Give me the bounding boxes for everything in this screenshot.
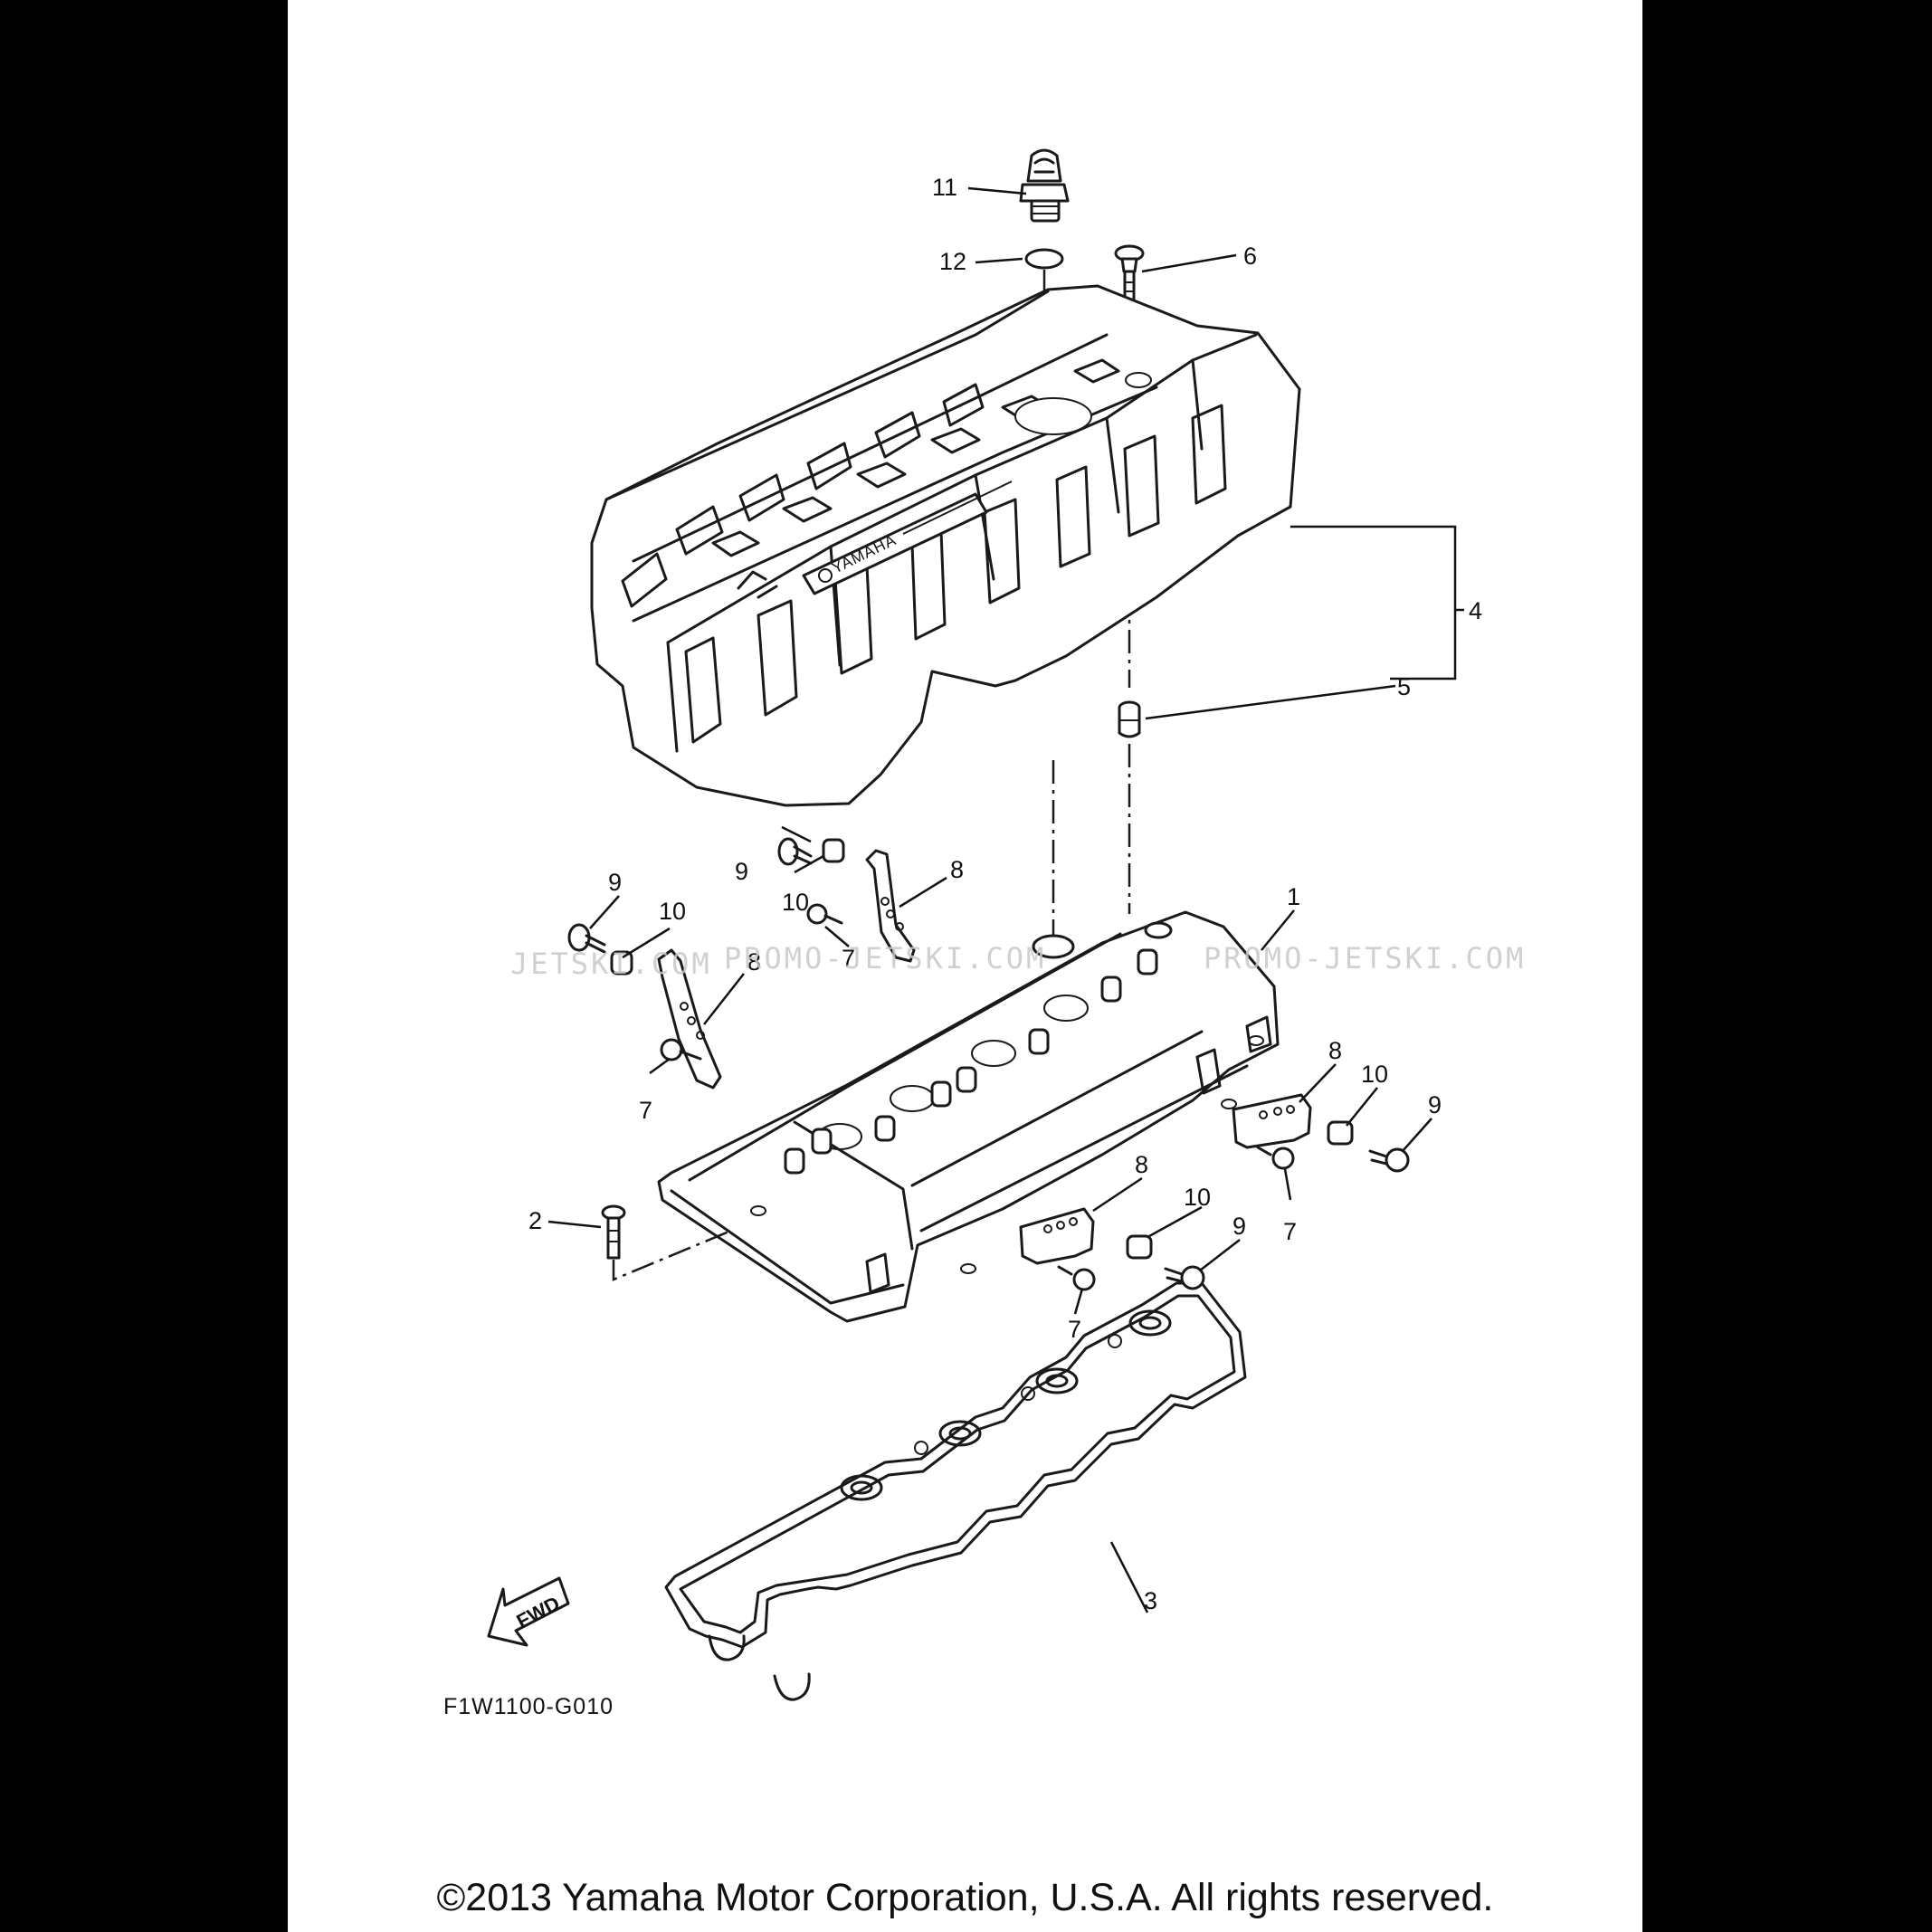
cover-gasket — [664, 1281, 1247, 1701]
callout-11: 11 — [932, 174, 957, 201]
callout-2: 2 — [528, 1207, 542, 1234]
bracket-set-upper — [777, 837, 916, 963]
bracket-set-left — [567, 923, 722, 1090]
bracket-set-lower — [1019, 1207, 1205, 1291]
diagram-code: F1W1100-G010 — [443, 1694, 614, 1719]
bracket-set-right — [1232, 1093, 1410, 1173]
callout-7-right: 7 — [1283, 1218, 1297, 1245]
callout-12: 12 — [939, 248, 966, 275]
callout-9-left: 9 — [608, 869, 622, 896]
callout-1: 1 — [1287, 883, 1300, 910]
callout-9-lower: 9 — [1232, 1213, 1246, 1240]
callout-5: 5 — [1397, 673, 1411, 700]
watermark-text-3: PROMO-JETSKI.COM — [1204, 941, 1526, 976]
watermark: JETSKI.COM PROMO-JETSKI.COM PROMO-JETSKI… — [510, 941, 1526, 981]
engine-top-cover: YAMAHA — [590, 284, 1301, 807]
cover-bolt — [601, 1204, 626, 1260]
leader-lines — [547, 186, 1464, 1613]
copyright-notice: ©2013 Yamaha Motor Corporation, U.S.A. A… — [436, 1876, 1494, 1919]
callout-8-left: 8 — [747, 948, 761, 976]
callout-9-upper: 9 — [735, 858, 748, 885]
cylinder-head-cover — [657, 910, 1280, 1323]
callout-8-right: 8 — [1328, 1037, 1342, 1064]
callout-9-right: 9 — [1428, 1091, 1442, 1118]
callout-10-right: 10 — [1361, 1061, 1388, 1088]
callout-7-lower: 7 — [1068, 1316, 1081, 1343]
cover-grommet — [1118, 700, 1141, 738]
alignment-line — [612, 1229, 732, 1281]
callout-8-upper: 8 — [950, 856, 964, 883]
callout-10-left: 10 — [659, 898, 686, 925]
callout-8-lower: 8 — [1135, 1151, 1148, 1178]
watermark-text-1: JETSKI.COM — [510, 947, 712, 981]
callout-3: 3 — [1144, 1587, 1157, 1614]
callout-10-lower: 10 — [1184, 1184, 1211, 1211]
callout-4: 4 — [1469, 597, 1482, 624]
parts-diagram-sheet: YAMAHA — [288, 0, 1642, 1932]
callout-7-left: 7 — [639, 1097, 652, 1124]
callout-6: 6 — [1243, 243, 1257, 270]
callout-numbers: 11 12 6 4 5 1 2 3 9 10 8 7 9 10 8 7 8 10… — [528, 174, 1482, 1614]
o-ring — [1024, 248, 1064, 270]
watermark-text-2: PROMO-JETSKI.COM — [724, 941, 1046, 976]
callout-7-upper: 7 — [842, 945, 855, 972]
oil-filler-cap — [1019, 148, 1070, 223]
callout-10-upper: 10 — [782, 889, 809, 916]
forward-direction-arrow: FWD — [487, 1576, 570, 1647]
exploded-view-diagram: YAMAHA — [487, 148, 1526, 1701]
